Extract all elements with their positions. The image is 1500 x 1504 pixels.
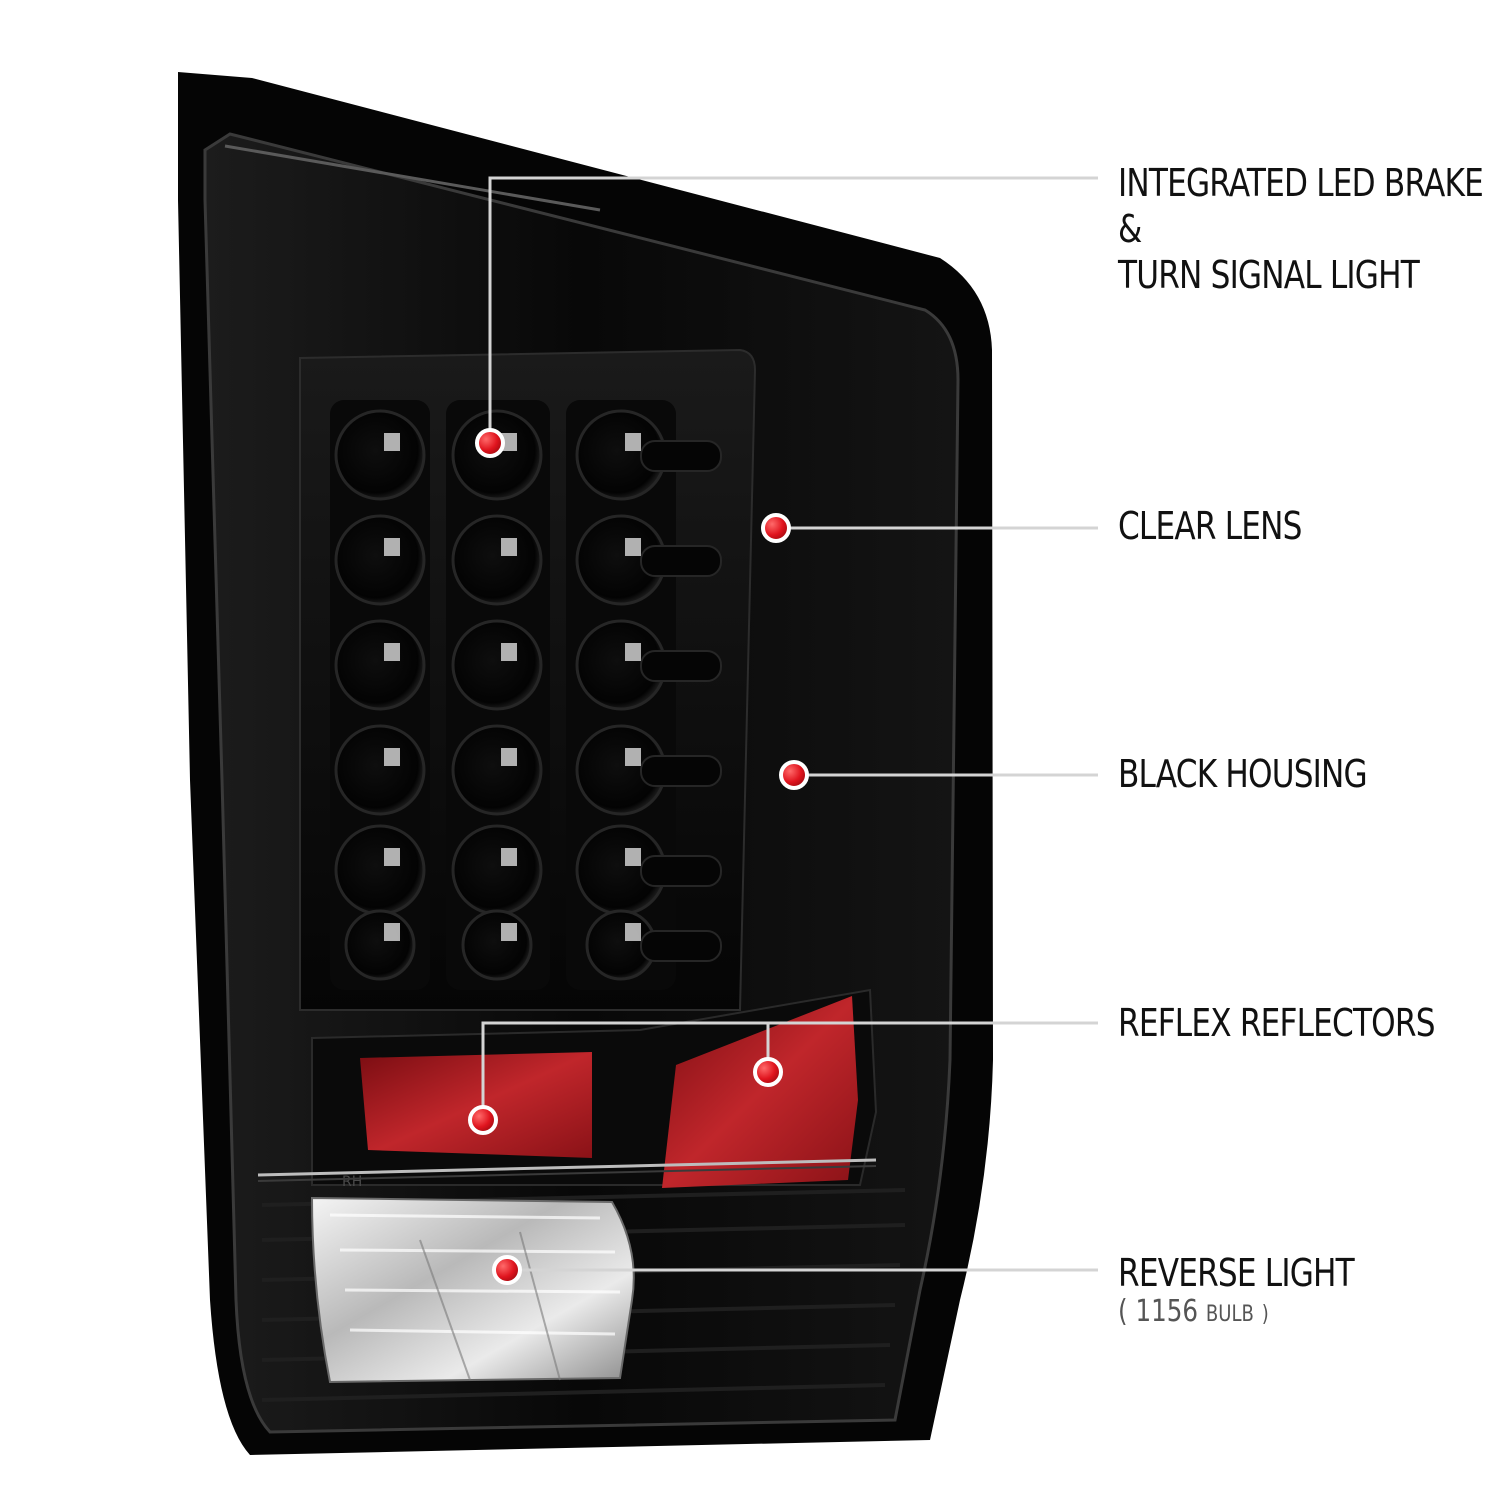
led-chip (384, 848, 400, 866)
led-cup (334, 824, 426, 916)
bulb-number: 1156 (1135, 1294, 1199, 1329)
callout-label-lens: CLEAR LENS (1118, 504, 1302, 548)
bulb-close-paren: ) (1261, 1302, 1269, 1327)
led-tab (640, 855, 722, 887)
led-chip (501, 433, 517, 451)
led-cup (451, 514, 543, 606)
led-chip (501, 643, 517, 661)
led-cup (334, 514, 426, 606)
brake-line-2: & (1118, 207, 1142, 251)
callout-label-reflex: REFLEX REFLECTORS (1118, 1001, 1436, 1045)
led-tab (640, 545, 722, 577)
leader-reflex (481, 1021, 1098, 1120)
led-tab (640, 650, 722, 682)
led-tab (640, 755, 722, 787)
led-chip (501, 748, 517, 766)
led-cup (334, 409, 426, 501)
led-chip (384, 748, 400, 766)
marker-reflex-left (468, 1105, 498, 1135)
led-chip (625, 748, 641, 766)
led-chip (625, 848, 641, 866)
marker-brake (475, 428, 505, 458)
housing-marking: RH (342, 1174, 362, 1190)
led-chip (384, 643, 400, 661)
marker-reverse (492, 1255, 522, 1285)
led-chip (384, 433, 400, 451)
callout-label-brake: INTEGRATED LED BRAKE & TURN SIGNAL LIGHT (1118, 160, 1484, 298)
led-grid (334, 409, 722, 981)
led-cup (461, 909, 533, 981)
led-chip (625, 923, 641, 941)
right-reflector (662, 996, 858, 1188)
left-reflector (360, 1052, 592, 1158)
led-cup (334, 724, 426, 816)
marker-lens (761, 513, 791, 543)
led-chip (501, 923, 517, 941)
led-tab (640, 440, 722, 472)
bulb-word: BULB (1205, 1302, 1254, 1327)
led-chip (625, 538, 641, 556)
led-tab (640, 930, 722, 962)
led-chip (501, 848, 517, 866)
brake-line-1: INTEGRATED LED BRAKE (1118, 161, 1484, 205)
led-chip (501, 538, 517, 556)
callout-layer (468, 176, 1098, 1285)
brake-line-3: TURN SIGNAL LIGHT (1118, 253, 1420, 297)
led-chip (384, 923, 400, 941)
bulb-open-paren: ( (1118, 1294, 1128, 1329)
led-chip (625, 643, 641, 661)
led-chip (384, 538, 400, 556)
led-cup (451, 619, 543, 711)
led-chip (625, 433, 641, 451)
led-cup (451, 824, 543, 916)
marker-housing (779, 760, 809, 790)
led-cup (334, 619, 426, 711)
leader-brake (488, 176, 1098, 443)
marker-reflex-right (753, 1057, 783, 1087)
led-cup (344, 909, 416, 981)
callout-label-reverse: REVERSE LIGHT (1118, 1251, 1355, 1295)
led-cup (451, 724, 543, 816)
callout-sublabel-bulb: ( 1156 BULB ) (1118, 1294, 1269, 1333)
callout-label-housing: BLACK HOUSING (1118, 752, 1368, 796)
